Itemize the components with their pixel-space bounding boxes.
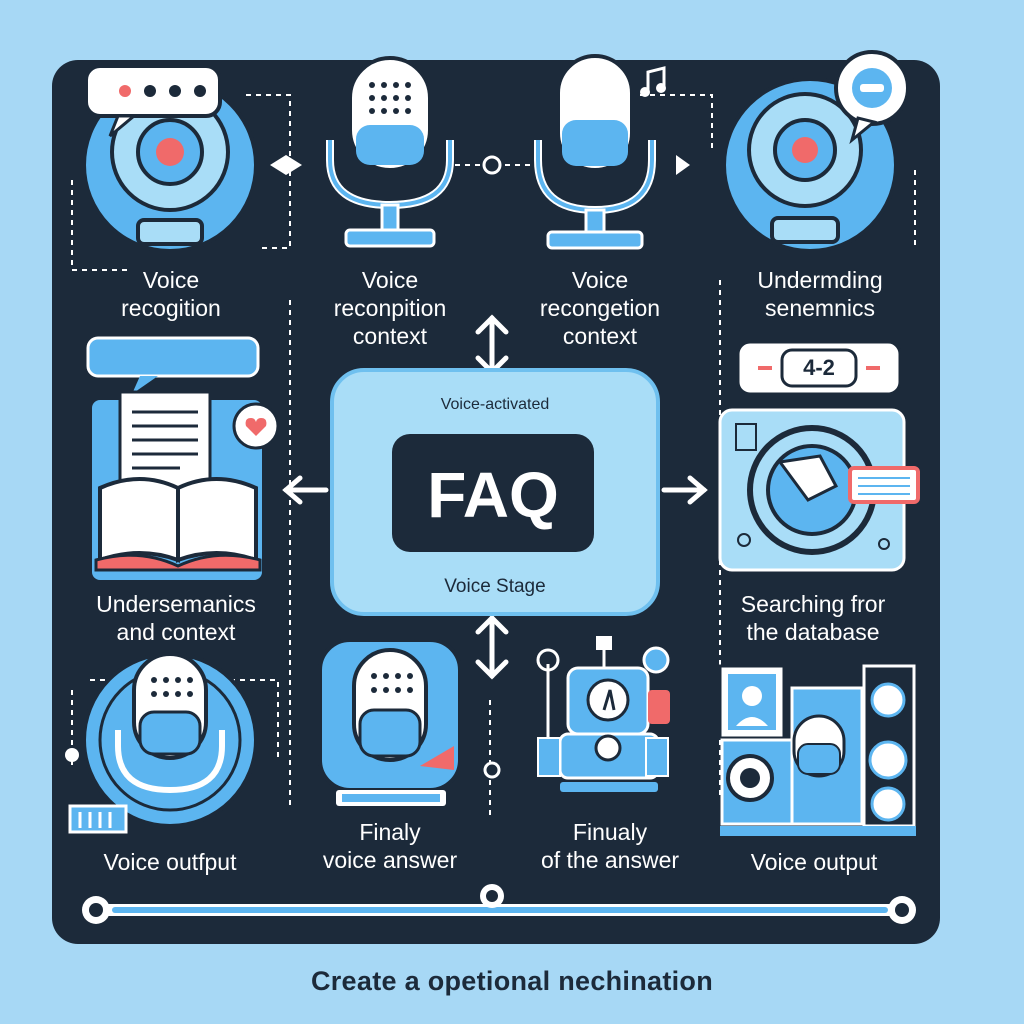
connector-node-2 [65, 748, 79, 762]
microphone-music-icon [534, 54, 666, 250]
faq-title: FAQ [427, 459, 559, 531]
step-label-voice-recognition: Voice recogition [121, 267, 221, 321]
step-label-finualy-answer: Finualy of the answer [540, 819, 680, 873]
connector-3-4 [640, 94, 713, 150]
faq-panel [330, 368, 660, 616]
counter-badge [736, 340, 902, 396]
diagram-caption: Create a opetional nechination [310, 966, 714, 996]
open-book-icon [86, 336, 280, 580]
connector-diamond-1 [270, 155, 302, 175]
podcast-microphone-icon [318, 638, 462, 806]
faq-title-box [392, 434, 594, 552]
step-label-voice-recongetion-context: Voice recongetion context [539, 267, 661, 349]
faq-bottom-label: Voice Stage [444, 576, 546, 597]
step-label-finaly-voice-answer: Finaly voice answer [322, 819, 458, 873]
step-label-undersemanics-context: Undersemanics and context [96, 591, 256, 645]
webcam-chat-icon [722, 50, 910, 253]
step-label-voice-reconpition-context: Voice reconpition context [333, 267, 447, 349]
connector-left-top [71, 180, 128, 271]
robot-answer-icon [536, 636, 670, 792]
step-label-voice-outfput: Voice outfput [103, 849, 237, 875]
studio-speakers-icon [718, 664, 916, 836]
step-label-undermding-senemnics: Undermding senemnics [757, 267, 883, 321]
arrow-right-top [676, 155, 690, 175]
speaker-microphone-icon [68, 652, 258, 834]
step-label-searching-database: Searching fror the database [740, 591, 886, 645]
connector-node-1 [482, 155, 502, 175]
webcam-speech-icon [82, 64, 258, 253]
connector-node-3 [483, 761, 501, 779]
step-label-voice-output: Voice output [750, 849, 878, 875]
database-search-icon [718, 408, 920, 572]
faq-top-label: Voice-activated [440, 396, 550, 413]
microphone-icon [326, 56, 454, 248]
counter-badge-text: 4-2 [803, 355, 835, 380]
